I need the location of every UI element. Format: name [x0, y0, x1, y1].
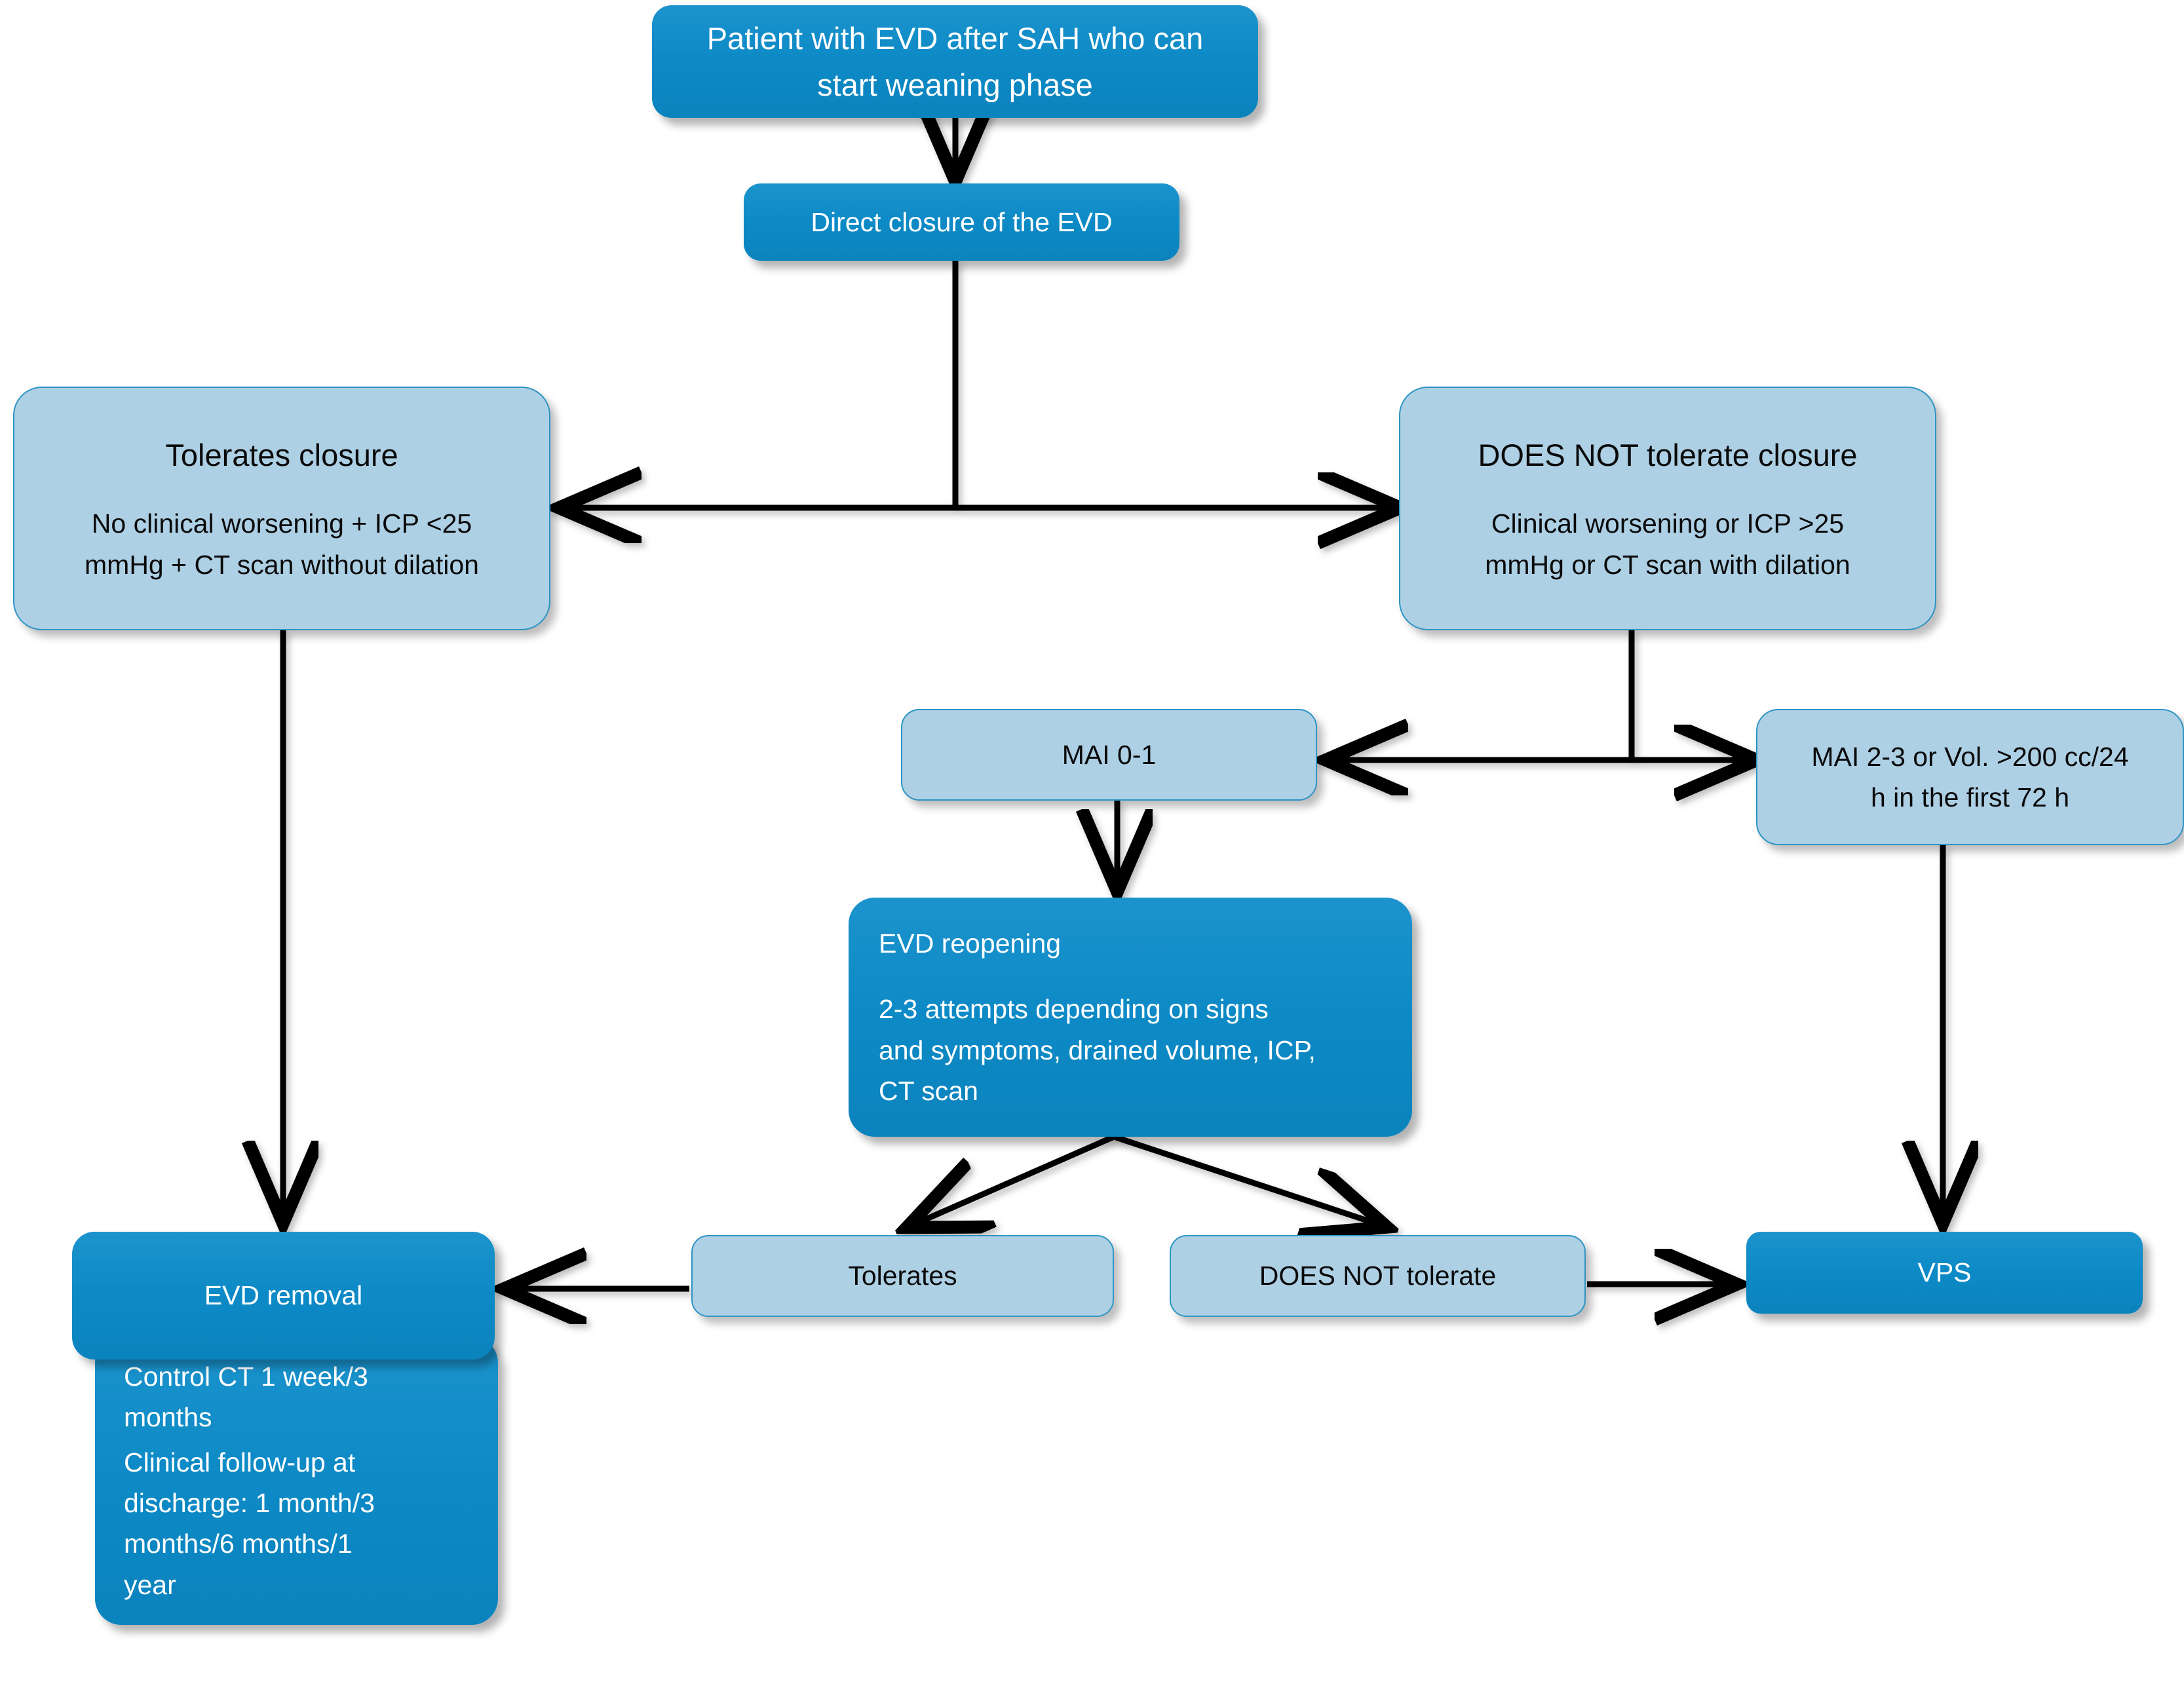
node-does-not-tolerate[interactable]: DOES NOT tolerate — [1170, 1235, 1586, 1317]
node-does-not-tolerate-closure[interactable]: DOES NOT tolerate closure Clinical worse… — [1399, 387, 1936, 630]
node-mai-2-3-line-2: h in the first 72 h — [1870, 782, 2070, 812]
node-tolerates[interactable]: Tolerates — [691, 1235, 1114, 1317]
node-does-not-tolerate-label: DOES NOT tolerate — [1259, 1261, 1497, 1291]
spacer — [1427, 478, 1909, 503]
node-vps-label: VPS — [1917, 1257, 1972, 1288]
spacer — [41, 478, 523, 503]
node-start-line-2: start weaning phase — [817, 67, 1093, 102]
node-control-ct-line-2: months — [124, 1402, 212, 1433]
node-direct-closure-label: Direct closure of the EVD — [811, 206, 1113, 237]
node-does-not-tolerate-closure-line-2: mmHg or CT scan with dilation — [1485, 549, 1850, 580]
edge-not-tolerates-closure-split — [1331, 630, 1751, 760]
node-does-not-tolerate-closure-title: DOES NOT tolerate closure — [1478, 437, 1858, 472]
node-control-ct-followup[interactable]: Control CT 1 week/3 months Clinical foll… — [95, 1337, 498, 1625]
edge-evd-reopening-to-tolerates — [912, 1133, 1115, 1225]
node-mai-2-3-line-1: MAI 2-3 or Vol. >200 cc/24 — [1811, 741, 2129, 772]
node-evd-reopening-line-3: CT scan — [879, 1075, 978, 1106]
edge-direct-closure-split — [565, 261, 1394, 508]
node-tolerates-closure-title: Tolerates closure — [165, 437, 398, 472]
node-evd-removal-label: EVD removal — [204, 1280, 363, 1311]
node-control-ct-line-1: Control CT 1 week/3 — [124, 1361, 368, 1392]
node-tolerates-closure-line-1: No clinical worsening + ICP <25 — [91, 508, 472, 539]
node-tolerates-label: Tolerates — [848, 1261, 957, 1291]
node-vps[interactable]: VPS — [1746, 1232, 2143, 1314]
node-control-ct-line-6: year — [124, 1569, 176, 1600]
node-tolerates-closure[interactable]: Tolerates closure No clinical worsening … — [13, 387, 550, 630]
node-direct-closure[interactable]: Direct closure of the EVD — [744, 183, 1179, 261]
node-evd-reopening-line-1: 2-3 attempts depending on signs — [879, 994, 1269, 1025]
node-evd-reopening-title: EVD reopening — [879, 928, 1062, 959]
node-control-ct-line-4: discharge: 1 month/3 — [124, 1488, 375, 1519]
spacer — [879, 964, 1382, 989]
node-mai-0-1-label: MAI 0-1 — [1062, 739, 1157, 770]
node-evd-removal[interactable]: EVD removal — [72, 1232, 495, 1360]
edge-evd-reopening-to-not-tolerate — [1113, 1133, 1381, 1225]
node-start-line-1: Patient with EVD after SAH who can — [706, 20, 1204, 56]
node-evd-reopening-line-2: and symptoms, drained volume, ICP, — [879, 1035, 1316, 1065]
node-mai-2-3[interactable]: MAI 2-3 or Vol. >200 cc/24 h in the firs… — [1756, 709, 2184, 845]
node-control-ct-line-3: Clinical follow-up at — [124, 1447, 356, 1477]
node-evd-reopening[interactable]: EVD reopening 2-3 attempts depending on … — [849, 898, 1412, 1137]
node-start[interactable]: Patient with EVD after SAH who can start… — [652, 5, 1258, 118]
node-control-ct-line-5: months/6 months/1 — [124, 1529, 353, 1559]
node-mai-0-1[interactable]: MAI 0-1 — [901, 709, 1317, 801]
node-tolerates-closure-line-2: mmHg + CT scan without dilation — [85, 549, 479, 580]
node-does-not-tolerate-closure-line-1: Clinical worsening or ICP >25 — [1491, 508, 1845, 539]
